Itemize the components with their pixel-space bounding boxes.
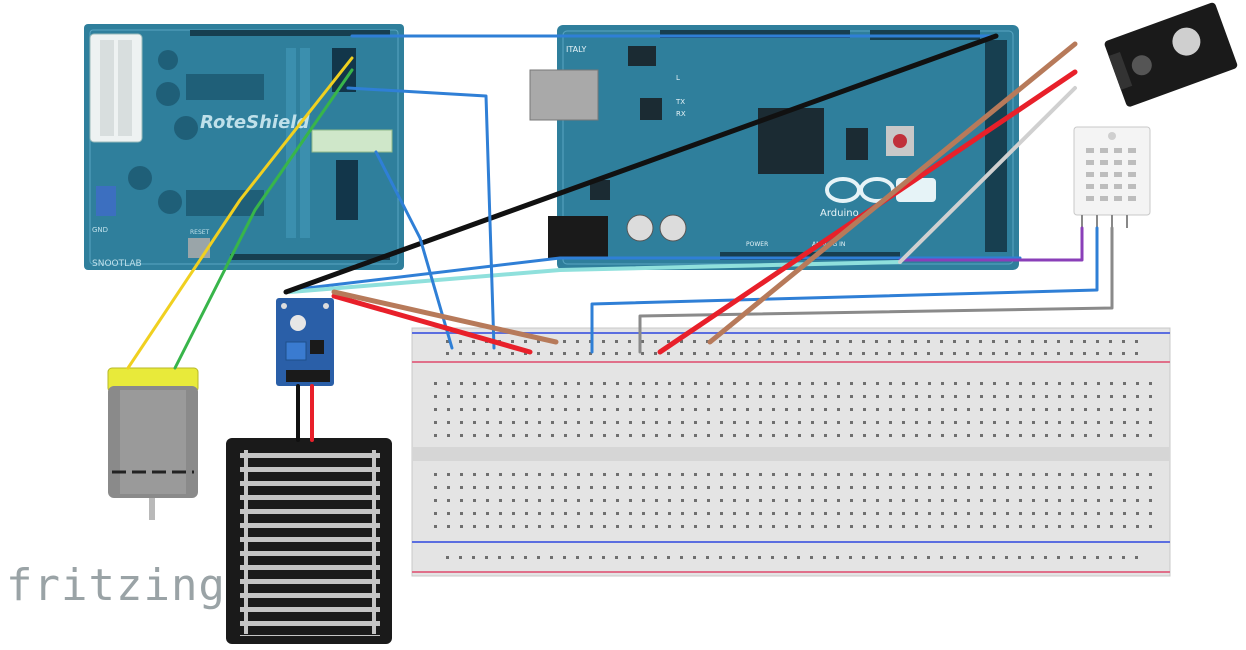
- wire-gray: [638, 226, 1114, 354]
- bottom-power-rail: [440, 547, 1140, 567]
- rain-sensor-module: [276, 298, 334, 386]
- shield-gnd-label: GND: [92, 226, 108, 234]
- wire-green: [173, 68, 354, 370]
- dht-humidity-sensor: [1073, 126, 1151, 228]
- shield-name-label: RoteShield: [200, 112, 310, 133]
- wire-purple: [898, 226, 1084, 262]
- usb-port: [529, 69, 599, 121]
- motor-shield: RoteShield SNOOTLAB RESET GND: [84, 24, 404, 270]
- digital-header: [660, 30, 850, 38]
- fritzing-brand-label: fritzing: [6, 560, 226, 611]
- breadboard: [411, 327, 1171, 577]
- wire-black: [283, 33, 999, 295]
- wire-gray: [898, 86, 1077, 264]
- wire-yellow: [126, 56, 354, 370]
- capacitor: [156, 82, 180, 106]
- capacitor: [158, 190, 182, 214]
- wires: [126, 33, 1114, 442]
- power-analog-header: [720, 252, 900, 260]
- terminal-connector: [89, 33, 143, 143]
- breadboard-grid-top: [425, 374, 1160, 444]
- rain-sensor-plate: [226, 438, 392, 644]
- capacitor: [174, 116, 198, 140]
- tx-label: TX: [675, 98, 685, 106]
- arduino-mega: Arduino ITALY TX RX L POWER ANALOG IN: [529, 25, 1019, 270]
- rx-label: RX: [676, 110, 686, 118]
- wire-red: [331, 293, 533, 355]
- motor-driver-chip: [186, 190, 264, 216]
- motor-driver-chip: [186, 74, 264, 100]
- capacitor: [659, 214, 687, 242]
- l-label: L: [676, 74, 680, 82]
- wire-blue: [590, 226, 1099, 354]
- capacitor: [158, 50, 178, 70]
- capacitor: [626, 214, 654, 242]
- shield-pin-header: [336, 160, 358, 220]
- arduino-origin-label: ITALY: [566, 45, 586, 54]
- shield-maker-label: SNOOTLAB: [92, 259, 142, 269]
- power-jumper: [96, 186, 116, 216]
- icsp-header: [628, 46, 656, 66]
- breadboard-grid-bottom: [425, 465, 1160, 535]
- arduino-logo-label: Arduino: [820, 208, 859, 219]
- ir-sensor-module: [1104, 2, 1238, 107]
- icsp-header: [846, 128, 868, 160]
- shield-reset-label: RESET: [190, 229, 210, 236]
- power-label: POWER: [746, 241, 768, 248]
- wire-blue: [374, 150, 454, 350]
- wire-blue: [288, 256, 1022, 292]
- dc-motor: [107, 367, 199, 520]
- wire-brown: [707, 41, 1078, 345]
- wire-brown: [331, 289, 559, 345]
- jumper-header: [311, 129, 393, 153]
- top-power-rail: [440, 338, 1140, 358]
- double-row-header: [985, 40, 1007, 252]
- capacitor: [128, 166, 152, 190]
- power-jack: [548, 216, 608, 258]
- wire-blue: [346, 86, 496, 350]
- breadboard-center-channel: [412, 447, 1170, 461]
